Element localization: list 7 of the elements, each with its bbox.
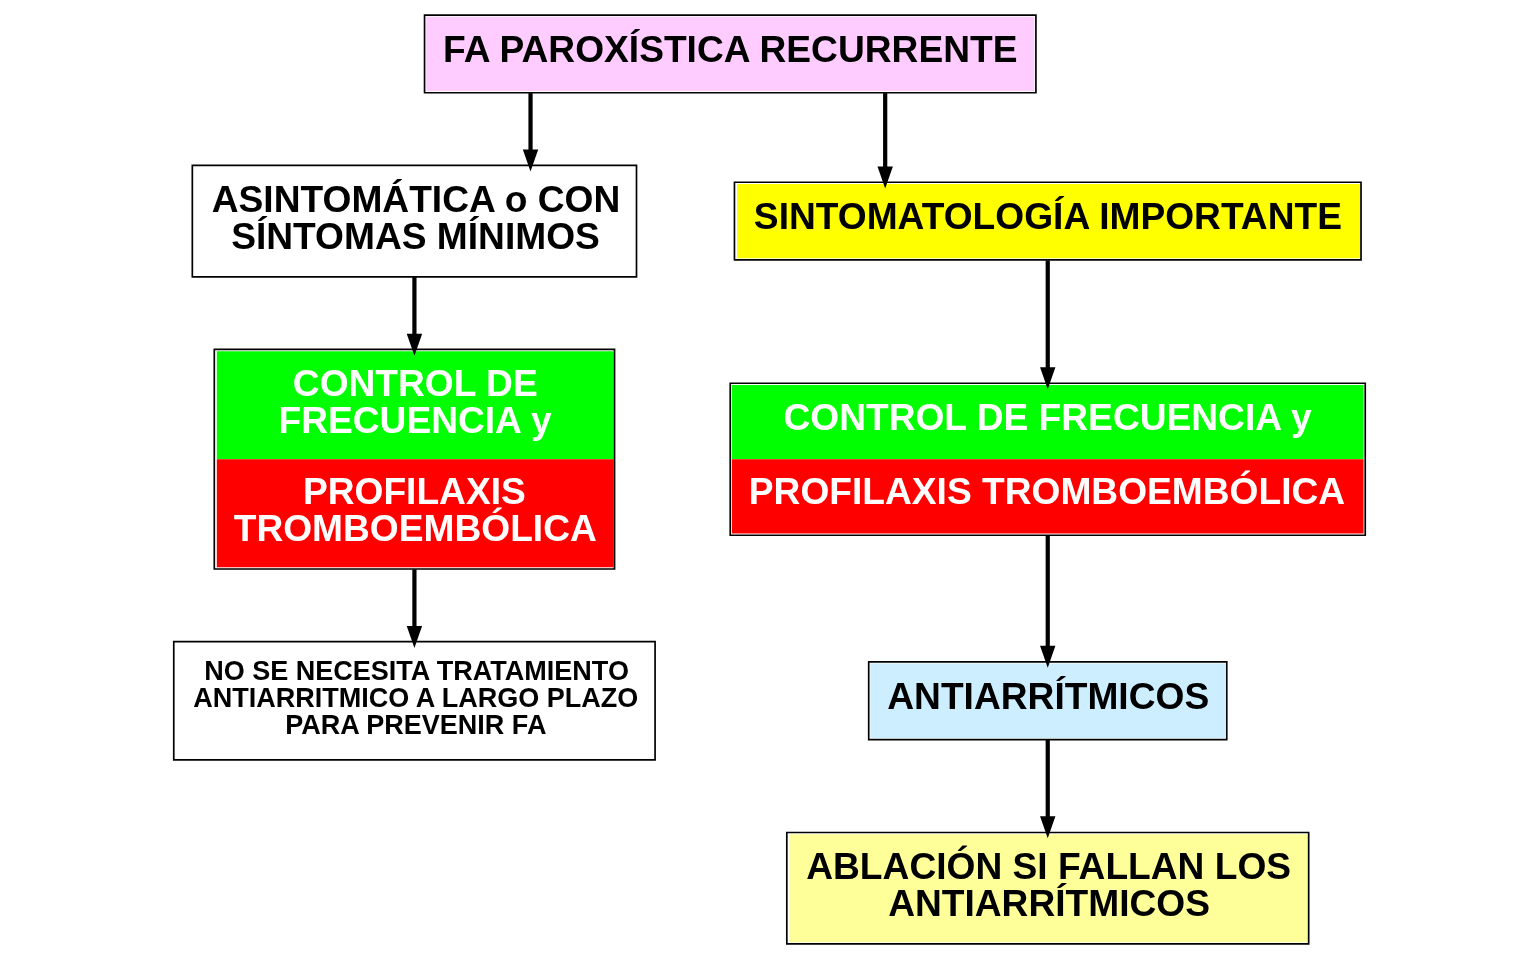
arrow xyxy=(1040,740,1056,839)
arrow xyxy=(1040,535,1056,668)
arrow xyxy=(1040,260,1056,390)
arrow xyxy=(406,276,423,356)
arrow xyxy=(877,93,893,189)
arrow xyxy=(406,569,423,648)
arrow xyxy=(522,93,539,172)
